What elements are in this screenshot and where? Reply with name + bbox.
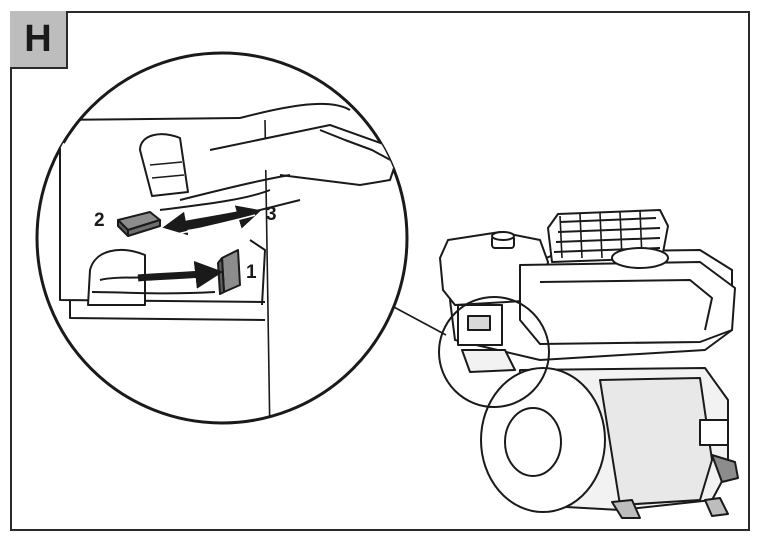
zoom-callout <box>35 51 409 425</box>
callout-2: 2 <box>94 210 105 231</box>
detail-circle <box>438 296 550 408</box>
engine-drawing <box>439 209 739 519</box>
arrow-to-position-1 <box>137 260 224 289</box>
panel-label: H <box>24 18 52 60</box>
arrow-to-position-3 <box>179 205 262 231</box>
leader-line <box>391 305 447 336</box>
callout-1: 1 <box>246 262 257 283</box>
callout-3: 3 <box>266 204 277 225</box>
panel-label-box: H <box>10 11 68 69</box>
